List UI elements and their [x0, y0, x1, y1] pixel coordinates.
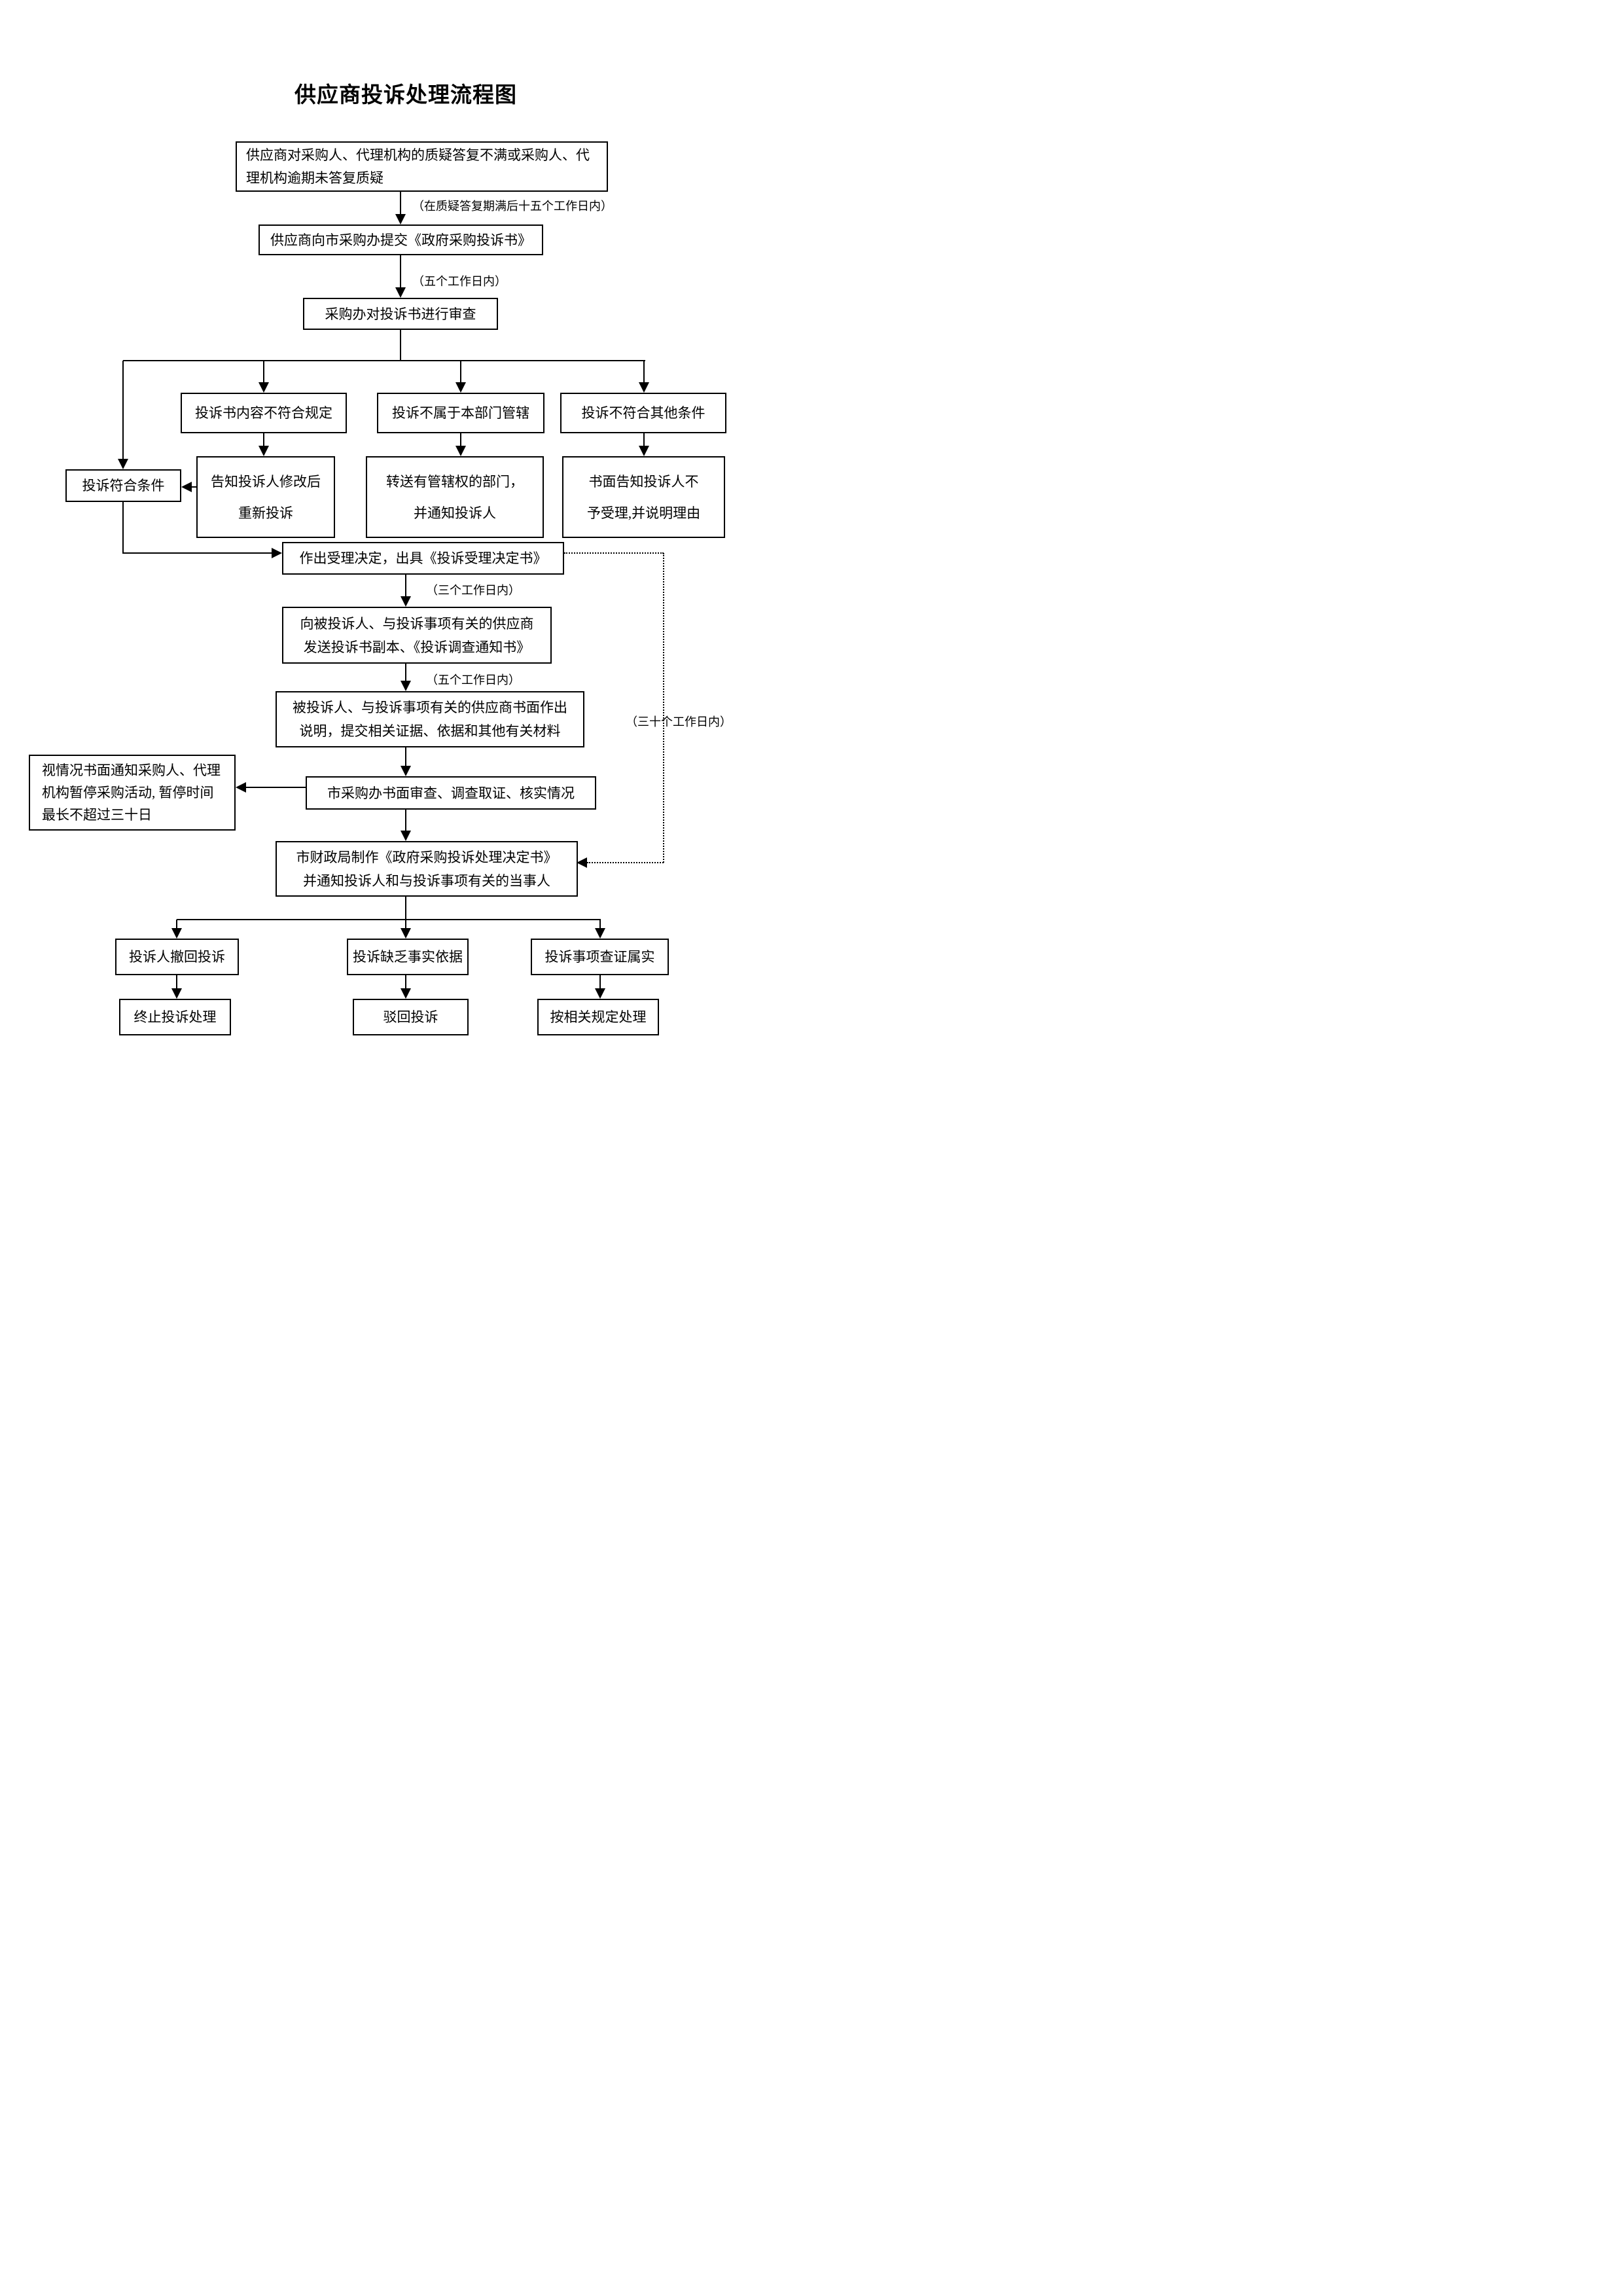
- connector-splitter-qualify: [122, 361, 124, 459]
- node-start: 供应商对采购人、代理机构的质疑答复不满或采购人、代理机构逾期未答复质疑: [236, 141, 608, 192]
- connector-review-splitter: [400, 330, 401, 361]
- edge-label-five-days-2: （五个工作日内）: [426, 673, 520, 687]
- node-modify: 告知投诉人修改后重新投诉: [196, 456, 335, 538]
- arrowhead-into-notify: [401, 596, 411, 607]
- connector-qualify-accept: [122, 552, 272, 554]
- arrowhead-into-handle: [595, 988, 605, 999]
- connector-splitter-other-invalid: [643, 361, 645, 382]
- connector-verify-decision: [405, 810, 406, 831]
- connector-verified-handle: [599, 975, 601, 988]
- splitter-line-2: [177, 919, 601, 920]
- node-accept: 作出受理决定，出具《投诉受理决定书》: [282, 542, 564, 575]
- page-title: 供应商投诉处理流程图: [294, 84, 517, 107]
- connector-verify-suspend: [245, 787, 306, 788]
- arrowhead-into-verified-true: [595, 928, 605, 939]
- arrowhead-into-withdraw: [171, 928, 182, 939]
- connector-withdraw-terminate: [176, 975, 177, 988]
- arrowhead-into-no-facts: [401, 928, 411, 939]
- connector-splitter-withdraw: [176, 920, 177, 928]
- connector-splitter-invalid-content: [263, 361, 264, 382]
- arrowhead-into-suspend: [236, 782, 246, 793]
- node-reject-written: 书面告知投诉人不予受理,并说明理由: [562, 456, 725, 538]
- node-qualify: 投诉符合条件: [65, 469, 181, 502]
- node-terminate: 终止投诉处理: [119, 999, 231, 1035]
- node-handle-regulations: 按相关规定处理: [537, 999, 659, 1035]
- connector-explain-verify: [405, 747, 406, 766]
- dotted-connector-bottom: [587, 862, 664, 863]
- node-other-invalid: 投诉不符合其他条件: [560, 393, 726, 433]
- arrowhead-into-qualify-right: [181, 482, 192, 492]
- arrowhead-into-accept: [272, 548, 282, 558]
- connector-other-reject: [643, 433, 645, 446]
- connector-splitter-no-facts: [405, 920, 406, 928]
- arrowhead-into-decision-right: [577, 857, 587, 868]
- connector-nofacts-dismiss: [405, 975, 406, 988]
- connector-invalid-modify: [263, 433, 264, 446]
- arrowhead-into-explain: [401, 681, 411, 691]
- node-no-facts: 投诉缺乏事实依据: [347, 939, 469, 975]
- arrowhead-into-decision: [401, 831, 411, 841]
- arrowhead-into-dismiss: [401, 988, 411, 999]
- node-transfer: 转送有管辖权的部门，并通知投诉人: [366, 456, 544, 538]
- arrowhead-into-terminate: [171, 988, 182, 999]
- arrowhead-into-not-jurisdiction: [455, 382, 466, 393]
- node-verified-true: 投诉事项查证属实: [531, 939, 669, 975]
- node-withdraw: 投诉人撤回投诉: [115, 939, 239, 975]
- arrowhead-into-modify: [259, 446, 269, 456]
- node-invalid-content: 投诉书内容不符合规定: [181, 393, 347, 433]
- connector-jurisdiction-transfer: [460, 433, 461, 446]
- dotted-connector-vertical: [663, 553, 664, 863]
- node-decision: 市财政局制作《政府采购投诉处理决定书》并通知投诉人和与投诉事项有关的当事人: [276, 841, 578, 897]
- connector-qualify-down: [122, 502, 124, 553]
- arrowhead-into-qualify: [118, 459, 128, 469]
- edge-label-fifteen-days: （在质疑答复期满后十五个工作日内）: [412, 200, 613, 213]
- node-not-jurisdiction: 投诉不属于本部门管辖: [377, 393, 544, 433]
- splitter-line-1: [123, 360, 645, 361]
- node-submit: 供应商向市采购办提交《政府采购投诉书》: [259, 224, 543, 255]
- connector-notify-explain: [405, 664, 406, 681]
- flowchart-page: 供应商投诉处理流程图 供应商对采购人、代理机构的质疑答复不满或采购人、代理机构逾…: [0, 0, 812, 1148]
- edge-label-thirty-days: （三十个工作日内）: [626, 715, 732, 728]
- node-suspend: 视情况书面通知采购人、代理机构暂停采购活动, 暂停时间最长不超过三十日: [29, 755, 236, 831]
- edge-label-five-days-1: （五个工作日内）: [412, 275, 507, 288]
- arrowhead-into-reject-written: [639, 446, 649, 456]
- arrowhead-into-review: [395, 287, 406, 298]
- node-explain: 被投诉人、与投诉事项有关的供应商书面作出说明，提交相关证据、依据和其他有关材料: [276, 691, 584, 747]
- arrowhead-into-verify: [401, 766, 411, 776]
- node-dismiss: 驳回投诉: [353, 999, 469, 1035]
- connector-accept-notify: [405, 575, 406, 596]
- connector-submit-review: [400, 255, 401, 287]
- node-notify: 向被投诉人、与投诉事项有关的供应商发送投诉书副本、《投诉调查通知书》: [282, 607, 552, 664]
- edge-label-three-days: （三个工作日内）: [426, 584, 520, 597]
- arrowhead-into-other-invalid: [639, 382, 649, 393]
- connector-splitter-not-jurisdiction: [460, 361, 461, 382]
- node-review: 采购办对投诉书进行审查: [303, 298, 498, 330]
- node-verify: 市采购办书面审查、调查取证、核实情况: [306, 776, 596, 810]
- connector-decision-splitter: [405, 897, 406, 920]
- connector-splitter-verified-true: [599, 920, 601, 928]
- arrowhead-into-submit: [395, 214, 406, 224]
- dotted-connector-top: [564, 552, 664, 554]
- connector-modify-qualify: [190, 486, 196, 488]
- arrowhead-into-transfer: [455, 446, 466, 456]
- arrowhead-into-invalid-content: [259, 382, 269, 393]
- connector-start-submit: [400, 192, 401, 214]
